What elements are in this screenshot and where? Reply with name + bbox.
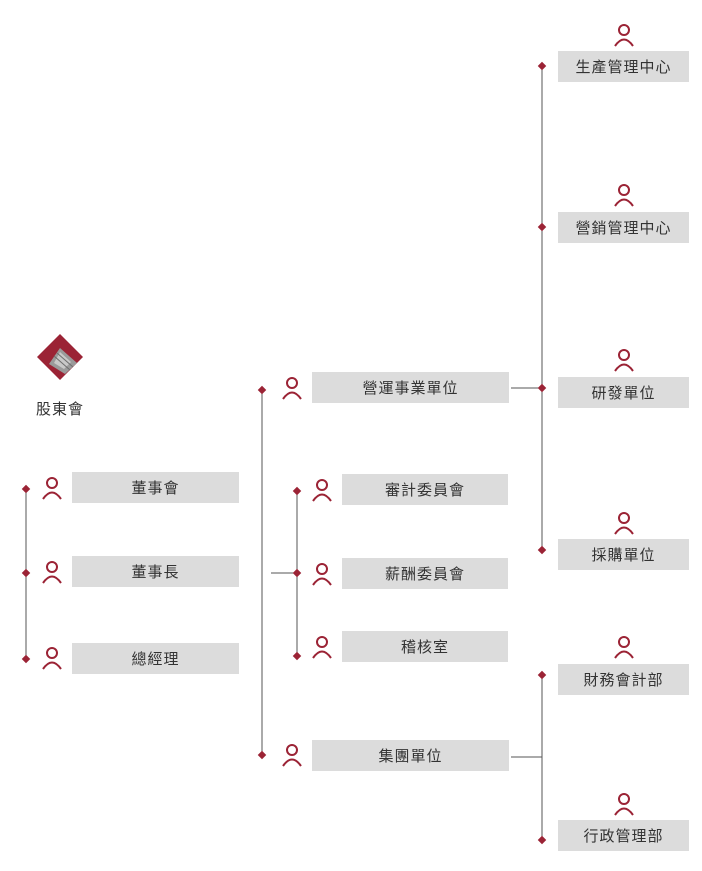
procurement-unit-box: 採購單位	[558, 539, 689, 570]
remuneration-committee-box: 薪酬委員會	[342, 558, 508, 589]
person-icon	[311, 478, 333, 502]
person-icon	[613, 792, 635, 816]
operations-division-box: 營運事業單位	[312, 372, 509, 403]
person-icon	[311, 635, 333, 659]
group-units-box: 集團單位	[312, 740, 509, 771]
marketing-management-center-box: 營銷管理中心	[558, 212, 689, 243]
person-icon	[613, 183, 635, 207]
chairman-box: 董事長	[72, 556, 239, 587]
board-of-directors-box: 董事會	[72, 472, 239, 503]
company-logo-icon	[37, 334, 83, 380]
finance-accounting-dept-box: 財務會計部	[558, 664, 689, 695]
person-icon	[281, 376, 303, 400]
person-icon	[311, 562, 333, 586]
administration-dept-box: 行政管理部	[558, 820, 689, 851]
audit-office-box: 稽核室	[342, 631, 508, 662]
rd-unit-box: 研發單位	[558, 377, 689, 408]
person-icon	[613, 23, 635, 47]
production-management-center-box: 生產管理中心	[558, 51, 689, 82]
general-manager-box: 總經理	[72, 643, 239, 674]
audit-committee-box: 審計委員會	[342, 474, 508, 505]
person-icon	[41, 560, 63, 584]
person-icon	[281, 743, 303, 767]
person-icon	[41, 476, 63, 500]
person-icon	[613, 511, 635, 535]
shareholders-meeting-label: 股東會	[35, 400, 84, 418]
person-icon	[613, 635, 635, 659]
person-icon	[613, 348, 635, 372]
person-icon	[41, 646, 63, 670]
